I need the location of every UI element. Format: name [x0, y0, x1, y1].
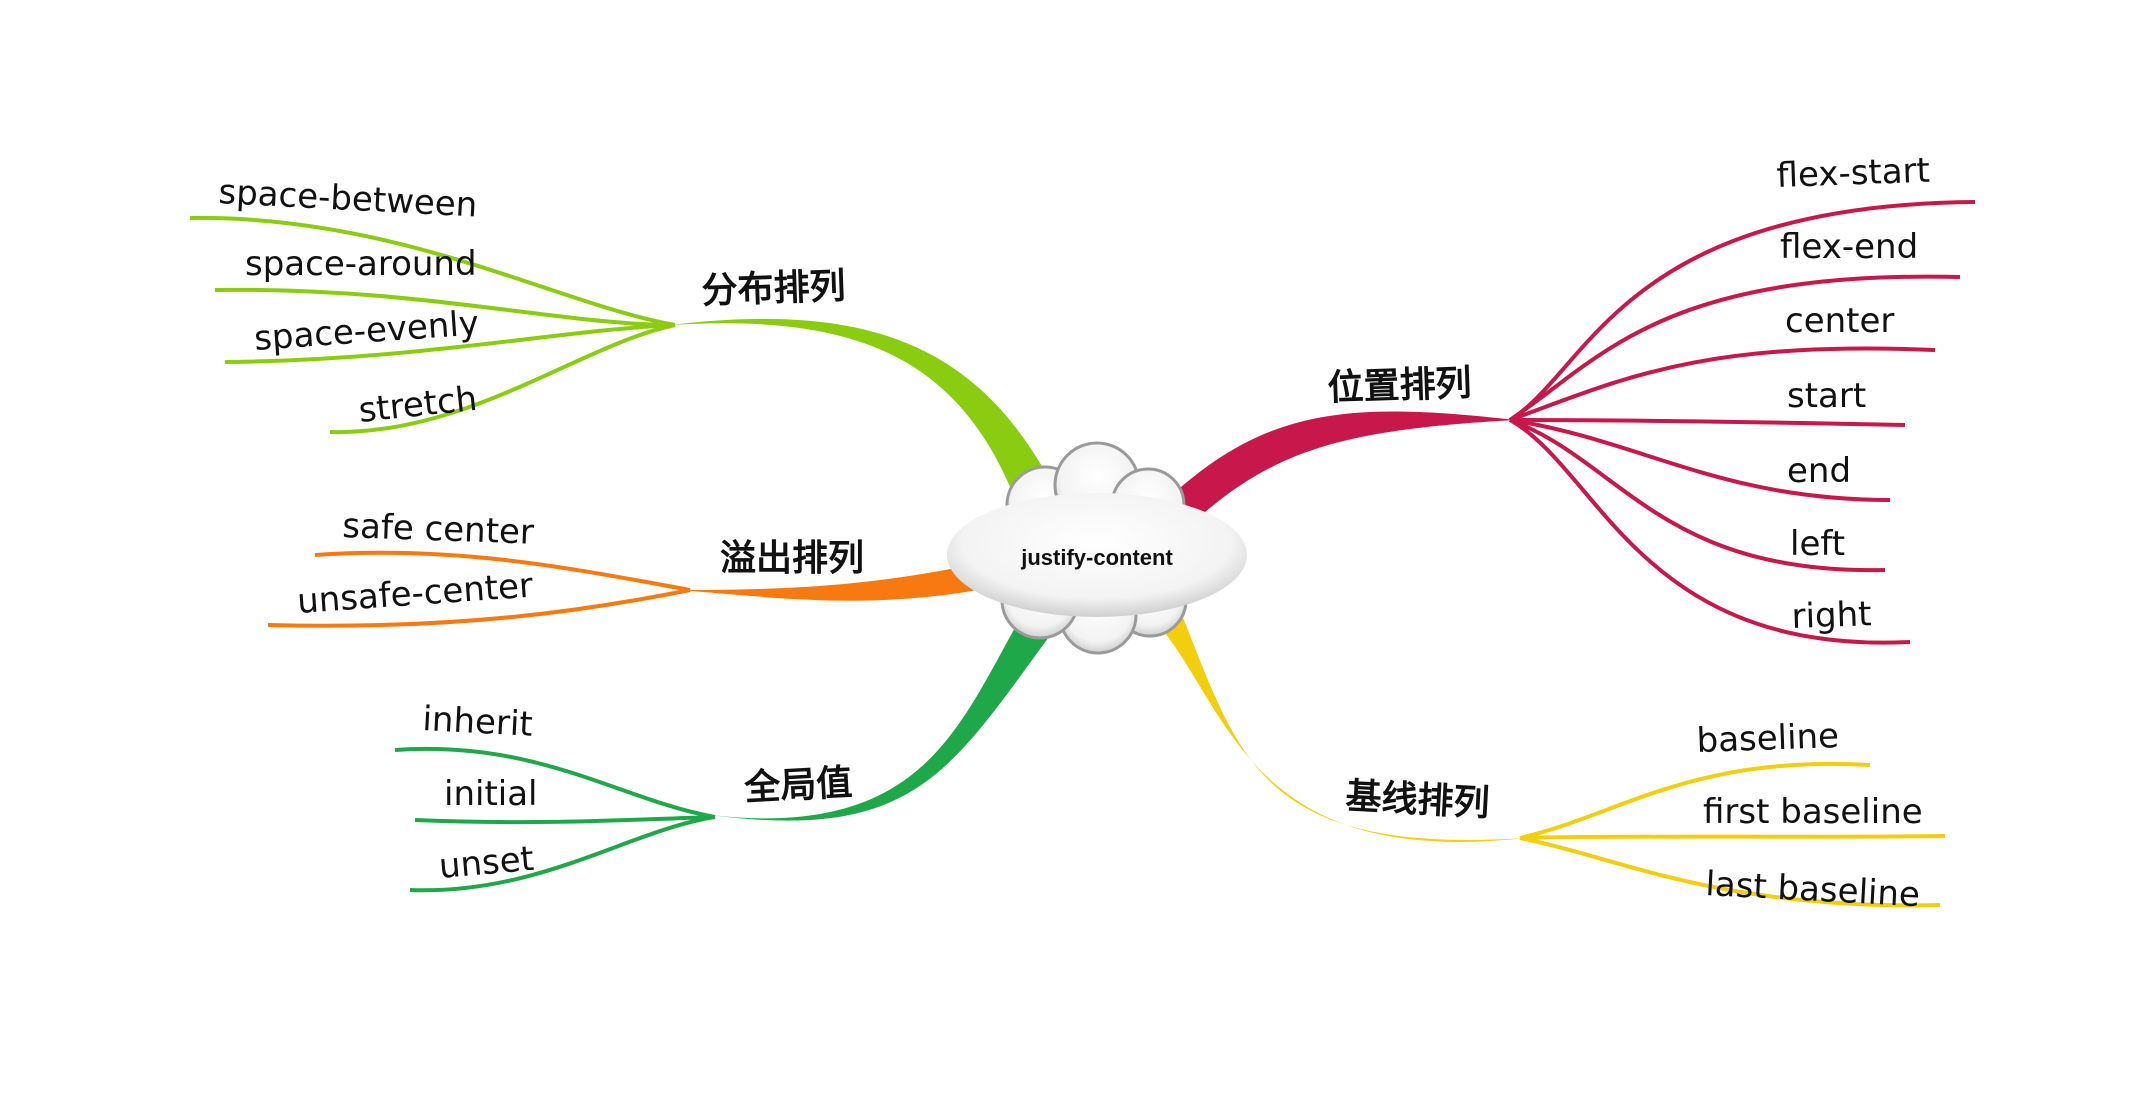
- leaf-connector: [1509, 346, 1936, 422]
- branch-connector-position: [1158, 411, 1515, 530]
- leaf-label: initial: [444, 774, 538, 814]
- leaf-label: end: [1787, 451, 1851, 491]
- leaf-connector: [414, 815, 716, 825]
- leaf-connector: [1509, 418, 1906, 427]
- leaf-label: first baseline: [1703, 792, 1923, 832]
- leaf-connector: [1508, 200, 1976, 422]
- branch-label-baseline: 基线排列: [1345, 776, 1491, 824]
- leaf-connector: [1519, 834, 1946, 840]
- leaf-label: inherit: [422, 699, 534, 745]
- leaf-label: unset: [437, 839, 535, 887]
- leaf-label: last baseline: [1705, 864, 1921, 915]
- leaf-connector: [224, 323, 676, 364]
- branch-connector-overflow: [680, 560, 1005, 601]
- branch-baseline: 基线排列 baseline first baseline last baseli…: [1150, 610, 1946, 915]
- branch-connector-baseline: [1150, 610, 1525, 842]
- leaf-connector: [1509, 418, 1886, 573]
- leaf-label: center: [1785, 301, 1894, 341]
- leaf-label: start: [1787, 376, 1866, 416]
- cloud-shape-icon: [947, 441, 1247, 655]
- leaf-connector: [1519, 836, 1941, 908]
- central-topic[interactable]: justify-content: [947, 441, 1247, 655]
- leaf-connector: [1509, 418, 1891, 502]
- branch-overflow: 溢出排列 safe center unsafe-center: [267, 506, 1005, 628]
- branch-distribution: 分布排列 space-between space-around space-ev…: [189, 172, 1065, 512]
- leaf-label: safe center: [342, 506, 535, 553]
- branch-position: 位置排列 flex-start flex-end center start en…: [1158, 151, 1976, 645]
- leaf-label: flex-end: [1780, 227, 1918, 267]
- leaf-connector: [1519, 761, 1871, 840]
- leaf-label: space-around: [245, 244, 477, 284]
- branch-label-global: 全局值: [742, 761, 853, 809]
- leaf-connector: [267, 588, 691, 628]
- leaf-label: baseline: [1696, 716, 1840, 761]
- leaf-connector: [409, 815, 716, 893]
- leaf-connector: [1508, 274, 1961, 422]
- branch-global: 全局值 inherit initial unset: [394, 605, 1060, 893]
- leaf-label: stretch: [357, 379, 479, 431]
- leaf-connector: [394, 746, 716, 819]
- leaf-connector: [189, 215, 676, 327]
- leaf-label: right: [1791, 594, 1872, 637]
- branch-label-distribution: 分布排列: [701, 266, 846, 312]
- branch-label-position: 位置排列: [1327, 363, 1472, 409]
- leaf-connector: [329, 323, 676, 435]
- leaf-connector: [214, 287, 676, 327]
- branch-label-overflow: 溢出排列: [720, 538, 864, 579]
- leaf-label: unsafe-center: [296, 566, 534, 622]
- leaf-label: space-between: [218, 172, 479, 226]
- leaf-label: space-evenly: [253, 303, 480, 359]
- leaf-connector: [1509, 418, 1911, 645]
- leaf-label: flex-start: [1776, 151, 1931, 196]
- leaf-label: left: [1790, 524, 1845, 564]
- branch-connector-distribution: [670, 318, 1065, 512]
- central-topic-label: justify-content: [1020, 545, 1173, 570]
- leaf-connector: [314, 550, 691, 592]
